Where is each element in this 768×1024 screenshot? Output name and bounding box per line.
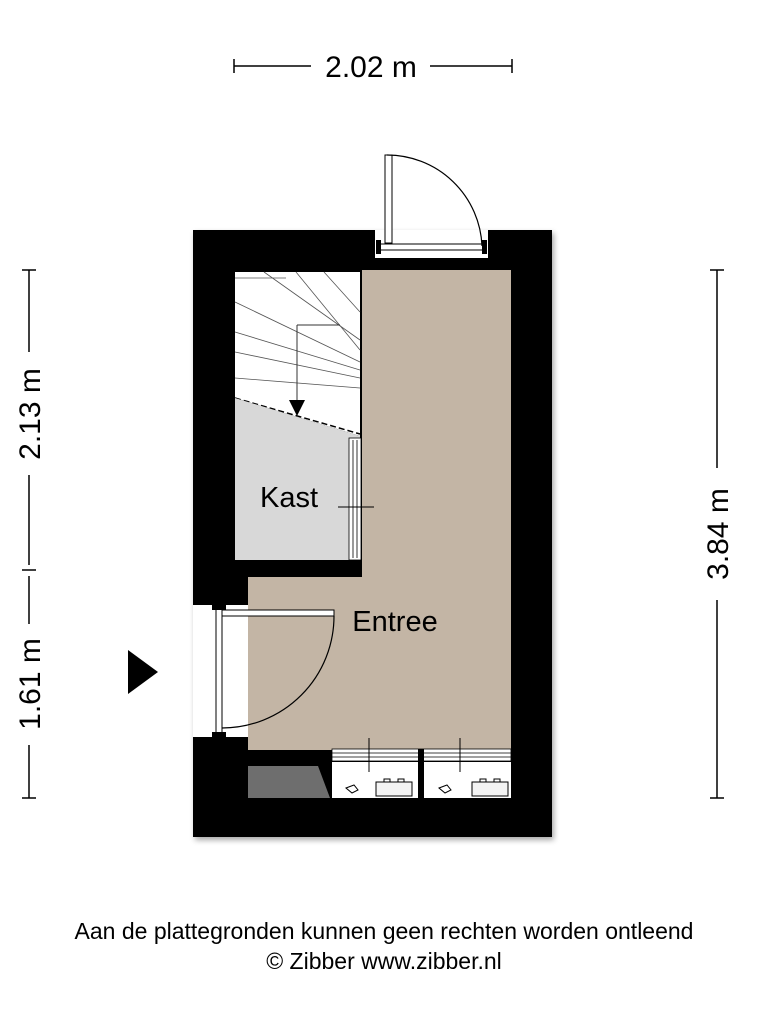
closet-door[interactable] <box>338 437 374 561</box>
dimension-left-upper-label: 2.13 m <box>14 368 47 460</box>
dimension-top-label: 2.02 m <box>325 51 417 84</box>
meter-icon <box>345 778 413 797</box>
stair-arrow-icon <box>289 400 305 416</box>
room-label-closet: Kast <box>260 482 318 514</box>
entry-arrow-icon <box>128 650 158 694</box>
entrance-door-left[interactable] <box>193 605 335 737</box>
copyright-text: © Zibber www.zibber.nl <box>266 948 502 974</box>
dimension-right: 3.84 m <box>702 269 735 799</box>
dimension-left: 2.13 m 1.61 m <box>14 269 47 799</box>
meter-icon <box>438 778 509 797</box>
disclaimer-text: Aan de plattegronden kunnen geen rechten… <box>74 918 694 944</box>
room-label-entrance: Entree <box>352 606 437 638</box>
closet-floor <box>235 398 360 560</box>
dimension-left-lower-label: 1.61 m <box>14 638 47 730</box>
front-door-top[interactable] <box>375 154 488 258</box>
entrance-floor <box>248 270 511 750</box>
dimension-top: 2.02 m <box>233 51 513 84</box>
dimension-right-label: 3.84 m <box>702 488 735 580</box>
meter-cupboards <box>248 738 512 798</box>
meter-box <box>248 766 330 798</box>
